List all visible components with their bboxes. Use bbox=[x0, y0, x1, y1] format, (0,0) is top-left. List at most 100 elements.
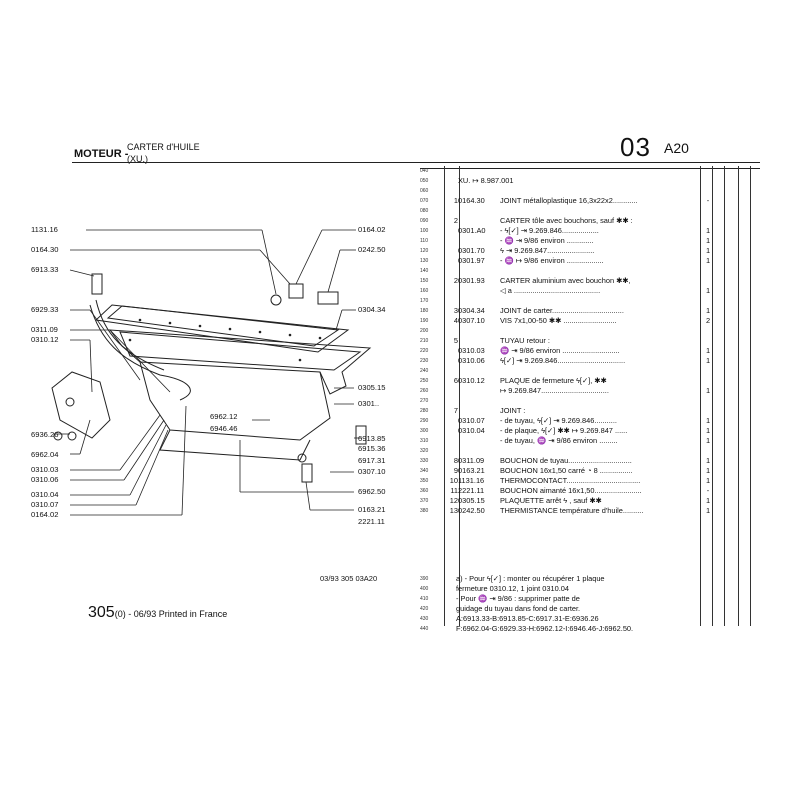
callout-label: 0164.02 bbox=[31, 510, 59, 519]
callout-label: 0305.15 bbox=[358, 383, 386, 392]
leader-line bbox=[109, 329, 171, 393]
line-number: 090 bbox=[420, 218, 429, 224]
part-description: - de tuyau, ϟ[✓] ⇥ 9.269.846........... bbox=[500, 416, 617, 425]
callout-label: 0164.30 bbox=[31, 245, 59, 254]
part-reference: 0310.07 bbox=[458, 416, 485, 425]
table-row: 200 bbox=[420, 326, 750, 336]
leader-line bbox=[135, 429, 169, 506]
line-number: 160 bbox=[420, 288, 429, 294]
callout-label: 0301.. bbox=[358, 399, 380, 408]
part-description: BOUCHON 16x1,50 carré ◔ 8 ..............… bbox=[500, 466, 633, 475]
part-description: ϟ ⇥ 9.269.847....................... bbox=[500, 246, 595, 255]
part-reference: 0301.93 bbox=[458, 276, 485, 285]
part-description: ↦ 9.269.847.............................… bbox=[500, 386, 609, 395]
col-divider bbox=[444, 166, 445, 626]
part-reference: 0310.06 bbox=[458, 356, 485, 365]
item-number: 1 bbox=[453, 196, 458, 205]
line-number: 260 bbox=[420, 388, 429, 394]
part-description: - de tuyau, ♒ ⇥ 9/86 environ ......... bbox=[500, 436, 618, 445]
line-number: 330 bbox=[420, 458, 429, 464]
seal-ring bbox=[53, 431, 63, 441]
oil-pan-rim bbox=[119, 331, 362, 371]
callout-label: 0310.03 bbox=[31, 465, 59, 474]
line-number: 220 bbox=[420, 348, 429, 354]
part-description: PLAQUE de fermeture ϟ[✓], ✱✱ bbox=[500, 376, 607, 385]
quantity: 1 bbox=[705, 346, 711, 355]
line-number: 100 bbox=[420, 228, 429, 234]
line-number: 150 bbox=[420, 278, 429, 284]
callout-label: 0310.07 bbox=[31, 500, 59, 509]
return-pipe bbox=[89, 304, 191, 401]
line-number: 200 bbox=[420, 328, 429, 334]
subtitle: (XU.) bbox=[127, 154, 148, 164]
section-title: MOTEUR - bbox=[74, 148, 129, 160]
document-code: 03/93 305 03A20 bbox=[320, 574, 378, 583]
quantity: 1 bbox=[705, 426, 711, 435]
note-text: F:6962.04-G:6929.33-H:6962.12-I:6946.46-… bbox=[456, 624, 634, 633]
note-text: - Pour ♒ ⇥ 9/86 : supprimer patte de bbox=[456, 594, 580, 603]
callout-label: 0307.10 bbox=[358, 467, 386, 476]
part-description: ϟ[✓] ⇥ 9.269.846........................… bbox=[500, 356, 626, 365]
line-number: 380 bbox=[420, 508, 429, 514]
leader-line bbox=[79, 419, 91, 455]
leader-line bbox=[129, 424, 167, 496]
part-description: TUYAU retour : bbox=[500, 336, 550, 345]
table-row: 160 ◁ a .................................… bbox=[420, 286, 750, 296]
line-number: 060 bbox=[420, 188, 429, 194]
oil-pan-bottom bbox=[159, 429, 311, 461]
quantity: 1 bbox=[705, 306, 711, 315]
part-description: ◁ a ....................................… bbox=[500, 286, 601, 295]
part-reference: 1131.16 bbox=[458, 476, 485, 485]
part-description: - de plaque, ϟ[✓] ✱✱ ↦ 9.269.847 ...... bbox=[500, 426, 628, 435]
part-description: THERMOCONTACT...........................… bbox=[500, 476, 641, 485]
return-pipe-inner bbox=[95, 299, 165, 371]
item-number: 6 bbox=[453, 376, 458, 385]
line-number: 420 bbox=[420, 606, 429, 612]
callout-label: 6962.50 bbox=[358, 487, 386, 496]
gasket-inner bbox=[106, 305, 340, 347]
leader-line bbox=[89, 309, 141, 381]
line-number: 270 bbox=[420, 398, 429, 404]
callout-label: 6946.46 bbox=[210, 424, 238, 433]
line-number: 110 bbox=[420, 238, 428, 244]
table-row: 140 bbox=[420, 266, 750, 276]
plate-hole bbox=[65, 397, 75, 407]
part-description: BOUCHON aimanté 16x1,50.................… bbox=[500, 486, 642, 495]
table-row: 040 bbox=[420, 166, 750, 176]
page-number: 305 bbox=[88, 604, 115, 621]
line-number: 240 bbox=[420, 368, 429, 374]
line-number: 140 bbox=[420, 268, 429, 274]
line-number: 180 bbox=[420, 308, 429, 314]
item-number: 5 bbox=[453, 336, 458, 345]
part-description: JOINT de carter.........................… bbox=[500, 306, 624, 315]
part-description: CARTER aluminium avec bouchon ✱✱, bbox=[500, 276, 631, 285]
line-number: 120 bbox=[420, 248, 429, 254]
quantity: 1 bbox=[705, 466, 711, 475]
part-reference: 0310.04 bbox=[458, 426, 485, 435]
leader-line bbox=[305, 481, 311, 511]
table-row: 170 bbox=[420, 296, 750, 306]
leader-line bbox=[327, 249, 341, 293]
part-reference: 0301.A0 bbox=[458, 226, 486, 235]
line-number: 190 bbox=[420, 318, 429, 324]
item-number: 11 bbox=[450, 486, 458, 495]
item-number: 3 bbox=[453, 306, 458, 315]
callout-label: 0310.04 bbox=[31, 490, 59, 499]
quantity: 1 bbox=[705, 246, 711, 255]
part-description: - ♒ ⇥ 9/86 environ ............. bbox=[500, 236, 594, 245]
part-reference: 0304.34 bbox=[458, 306, 485, 315]
leader-line bbox=[261, 229, 277, 295]
print-date: (0) - 06/93 Printed in France bbox=[114, 609, 228, 619]
part-description: ♒ ⇥ 9/86 environ .......................… bbox=[500, 346, 620, 355]
quantity: 1 bbox=[705, 436, 711, 445]
